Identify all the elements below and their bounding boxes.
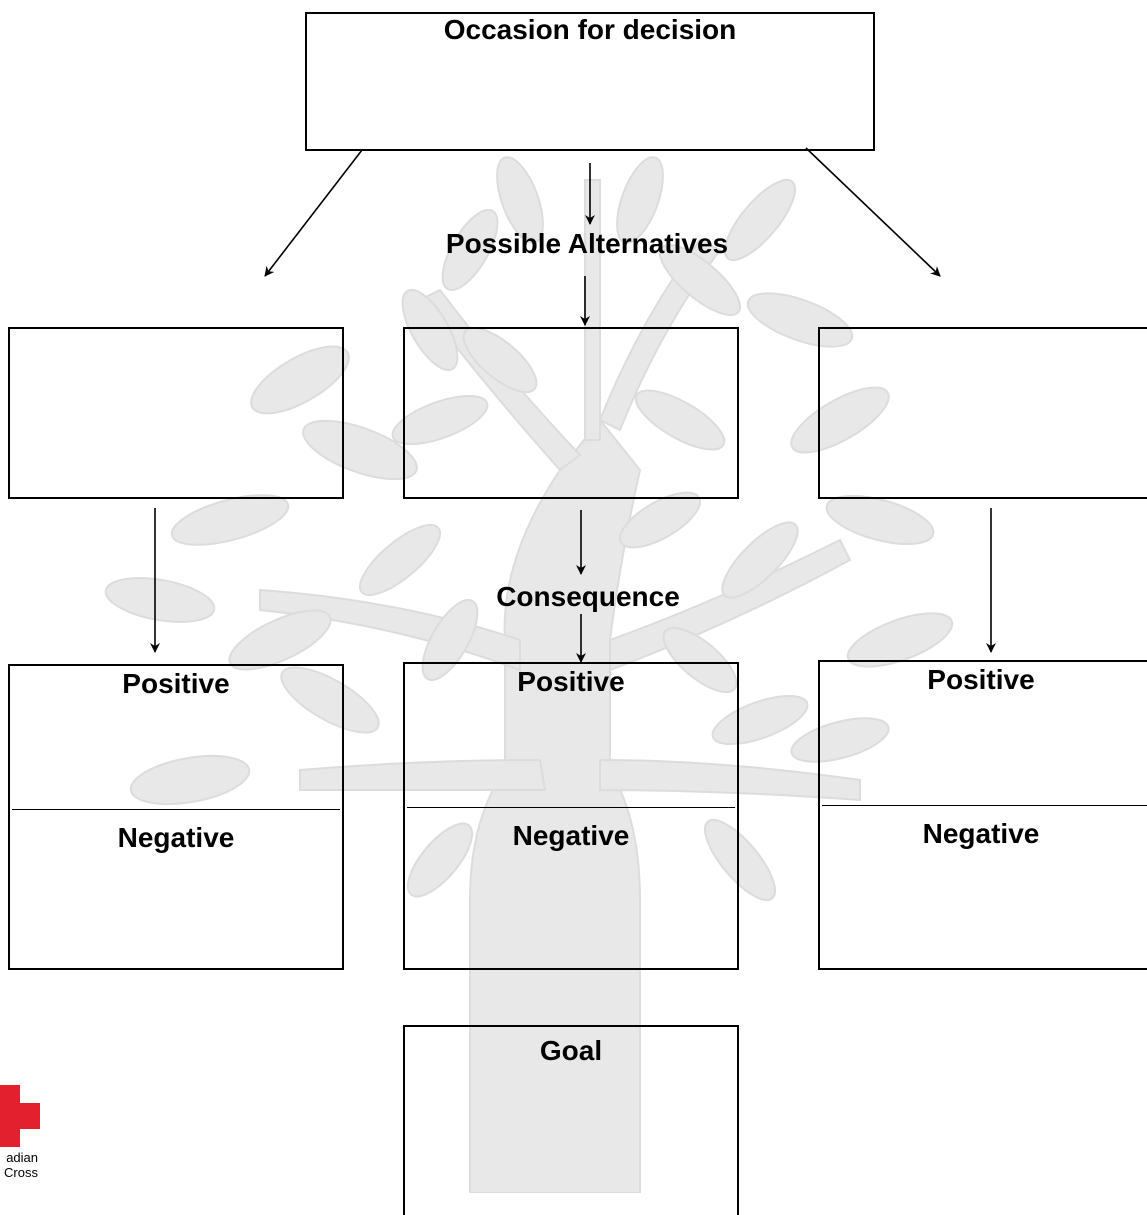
- divider-line: [822, 805, 1147, 806]
- negative-label: Negative: [117, 822, 235, 853]
- divider-line: [12, 809, 340, 810]
- alternative-box-left: [8, 327, 344, 499]
- alternatives-label: Possible Alternatives: [445, 228, 729, 259]
- arrow-right-alternative: [805, 147, 941, 277]
- negative-label: Negative: [922, 818, 1040, 849]
- alternative-box-right: [818, 327, 1147, 499]
- positive-label: Positive: [517, 666, 625, 697]
- consequence-label: Consequence: [496, 581, 680, 612]
- positive-label: Positive: [927, 664, 1035, 695]
- goal-title: Goal: [539, 1035, 603, 1066]
- negative-label: Negative: [512, 820, 630, 851]
- divider-line: [407, 807, 735, 808]
- consequence-box-right: Positive Negative: [818, 660, 1147, 970]
- cross-icon-horizontal: [0, 1103, 40, 1129]
- consequence-box-center: Positive Negative: [403, 662, 739, 970]
- occasion-box: Occasion for decision: [305, 12, 875, 151]
- logo-text-line1: adian: [6, 1150, 38, 1165]
- alternative-box-center: [403, 327, 739, 499]
- positive-label: Positive: [122, 668, 230, 699]
- consequence-box-left: Positive Negative: [8, 664, 344, 970]
- occasion-title: Occasion for decision: [443, 14, 737, 45]
- goal-box: Goal: [403, 1025, 739, 1215]
- arrow-left-alternative: [264, 149, 363, 277]
- logo-text-line2: Cross: [4, 1165, 38, 1180]
